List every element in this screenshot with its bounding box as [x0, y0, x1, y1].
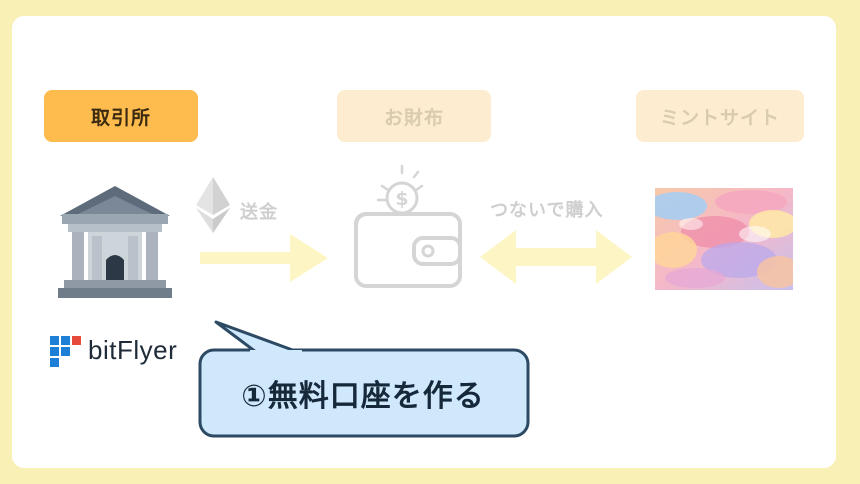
- nft-art-icon: [655, 188, 793, 290]
- ethereum-icon: [196, 177, 230, 233]
- wallet-step-label: お財布: [337, 90, 491, 142]
- arrow-right-icon: [200, 234, 328, 282]
- mint-site-step-label: ミントサイト: [636, 90, 804, 142]
- exchange-step-label: 取引所: [44, 90, 198, 142]
- double-arrow-icon: [480, 230, 632, 284]
- create-free-account-callout: ①無料口座を作る: [241, 379, 485, 414]
- wallet-icon: $: [354, 164, 462, 288]
- bitflyer-logo-icon: [50, 336, 81, 367]
- connect-and-buy-label: つないで購入: [490, 200, 604, 221]
- send-label: 送金: [240, 202, 278, 223]
- svg-text:$: $: [395, 188, 408, 210]
- bitflyer-brand-name: bitFlyer: [88, 335, 178, 365]
- callout-bubble: [198, 320, 530, 438]
- bank-icon: [58, 186, 172, 298]
